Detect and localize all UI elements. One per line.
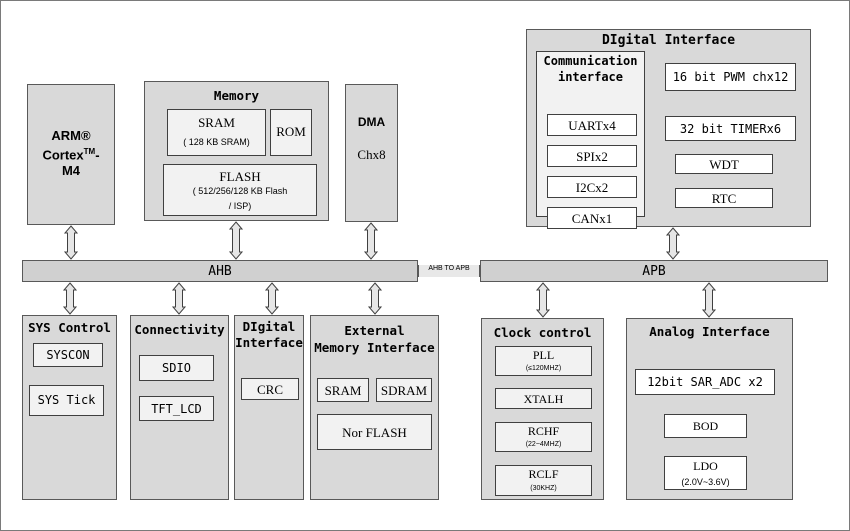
uart-box: UARTx4 xyxy=(547,114,637,136)
nor-flash-box: Nor FLASH xyxy=(317,414,432,450)
flash-box: FLASH ( 512/256/128 KB Flash / ISP) xyxy=(163,164,317,216)
bod-box: BOD xyxy=(664,414,747,438)
rchf-box: RCHF (22~4MHZ) xyxy=(495,422,592,452)
rtc-box: RTC xyxy=(675,188,773,208)
external-memory-block: External Memory Interface SRAM SDRAM Nor… xyxy=(310,315,439,500)
memory-ahb-arrow xyxy=(228,221,244,260)
rom-label: ROM xyxy=(276,124,306,139)
analog-apb-arrow xyxy=(701,282,717,318)
flash-note-2: / ISP) xyxy=(228,201,252,211)
crc-box: CRC xyxy=(241,378,299,400)
sys-control-block: SYS Control SYSCON SYS Tick xyxy=(22,315,117,500)
i2c-box: I2Cx2 xyxy=(547,176,637,198)
digital-bottom-title-1: DIgital xyxy=(242,319,296,334)
apb-bus: APB xyxy=(480,260,828,282)
sys-control-title: SYS Control xyxy=(28,320,111,335)
digital-bottom-ahb-arrow xyxy=(264,282,280,315)
can-box: CANx1 xyxy=(547,207,637,229)
cortex-label: CortexTM- xyxy=(42,147,100,163)
sram-note: ( 128 KB SRAM) xyxy=(183,137,250,147)
digital-interface-bottom-block: DIgital Interface CRC xyxy=(234,315,304,500)
ldo-box: LDO (2.0V~3.6V) xyxy=(664,456,747,490)
ext-sram-box: SRAM xyxy=(317,378,369,402)
external-memory-title-1: External xyxy=(344,323,405,338)
flash-note-1: ( 512/256/128 KB Flash xyxy=(192,186,288,196)
sram-box: SRAM ( 128 KB SRAM) xyxy=(167,109,266,156)
communication-interface-box: Communication interface UARTx4 SPIx2 I2C… xyxy=(536,51,645,229)
dma-title: DMA xyxy=(357,115,386,129)
connectivity-block: Connectivity SDIO TFT_LCD xyxy=(130,315,229,500)
m4-label: M4 xyxy=(61,163,81,179)
syscon-box: SYSCON xyxy=(33,343,103,367)
sdio-box: SDIO xyxy=(139,355,214,381)
clock-control-apb-arrow xyxy=(535,282,551,318)
connectivity-ahb-arrow xyxy=(171,282,187,315)
timer-box: 32 bit TIMERx6 xyxy=(665,116,796,141)
analog-interface-title: Analog Interface xyxy=(649,324,770,339)
sram-label: SRAM xyxy=(198,115,235,130)
clock-control-block: Clock control PLL (≤120MHZ) XTALH RCHF (… xyxy=(481,318,604,500)
flash-label: FLASH xyxy=(219,169,261,184)
rom-box: ROM xyxy=(270,109,312,156)
digital-top-apb-arrow xyxy=(665,227,681,260)
wdt-box: WDT xyxy=(675,154,773,174)
tft-lcd-box: TFT_LCD xyxy=(139,396,214,421)
pll-box: PLL (≤120MHZ) xyxy=(495,346,592,376)
arm-label: ARM® xyxy=(51,128,91,143)
dma-channels: Chx8 xyxy=(357,147,386,162)
adc-box: 12bit SAR_ADC x2 xyxy=(635,369,775,395)
dma-block: DMA Chx8 xyxy=(345,84,398,222)
dma-ahb-arrow xyxy=(363,222,379,260)
arm-cortex-block: ARM® CortexTM- M4 xyxy=(27,84,115,225)
spi-box: SPIx2 xyxy=(547,145,637,167)
sys-control-ahb-arrow xyxy=(62,282,78,315)
ahb-to-apb-bridge: AHB TO APB xyxy=(418,265,480,277)
systick-box: SYS Tick xyxy=(29,385,104,416)
pwm-box: 16 bit PWM chx12 xyxy=(665,63,796,91)
external-memory-ahb-arrow xyxy=(367,282,383,315)
communication-title-1: Communication xyxy=(543,54,638,68)
memory-title: Memory xyxy=(213,88,260,103)
digital-interface-top-title: DIgital Interface xyxy=(601,33,736,48)
ext-sdram-box: SDRAM xyxy=(376,378,432,402)
communication-title-2: interface xyxy=(557,70,624,84)
digital-interface-top-block: DIgital Interface Communication interfac… xyxy=(526,29,811,229)
ahb-bus: AHB xyxy=(22,260,418,282)
external-memory-title-2: Memory Interface xyxy=(314,340,435,355)
digital-bottom-title-2: Interface xyxy=(235,335,303,350)
arm-ahb-arrow xyxy=(63,225,79,260)
clock-control-title: Clock control xyxy=(493,325,592,340)
rclf-box: RCLF (30KHZ) xyxy=(495,465,592,496)
connectivity-title: Connectivity xyxy=(134,322,225,337)
memory-block: Memory SRAM ( 128 KB SRAM) ROM FLASH ( 5… xyxy=(144,81,329,221)
analog-interface-block: Analog Interface 12bit SAR_ADC x2 BOD LD… xyxy=(626,318,793,500)
xtalh-box: XTALH xyxy=(495,388,592,409)
